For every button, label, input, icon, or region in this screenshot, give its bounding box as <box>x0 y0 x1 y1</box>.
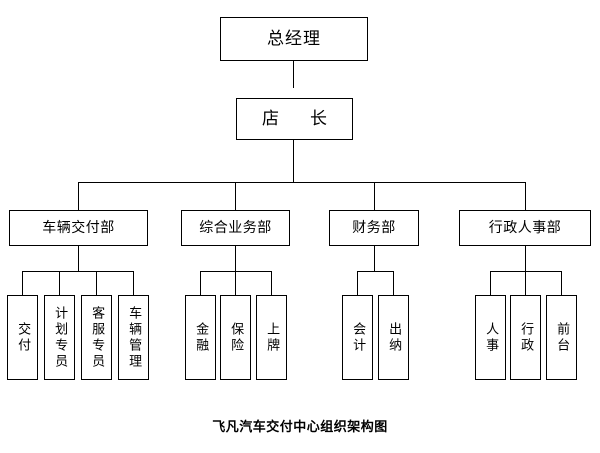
node-label: 出纳 <box>386 321 402 354</box>
node-role-license-plate[interactable]: 上牌 <box>256 295 287 380</box>
node-label: 人事 <box>483 321 499 354</box>
node-label: 总经理 <box>267 28 321 49</box>
connector-subbus-dept4-leaf-2 <box>525 271 526 295</box>
node-label: 财务部 <box>352 219 396 236</box>
connector-subbus-dept1-leaf-3 <box>96 271 97 295</box>
connector-root-to-manager <box>293 61 294 88</box>
node-label: 保险 <box>228 321 244 354</box>
node-label: 金融 <box>193 321 209 354</box>
node-store-manager[interactable]: 店 长 <box>236 98 353 140</box>
node-role-delivery[interactable]: 交付 <box>7 295 38 380</box>
node-general-manager[interactable]: 总经理 <box>220 17 368 61</box>
node-role-front-desk[interactable]: 前台 <box>546 295 577 380</box>
connector-bus-to-dept-2 <box>235 182 236 210</box>
connector-subbus-dept2-leaf-3 <box>271 271 272 295</box>
node-label: 车辆交付部 <box>42 219 115 236</box>
node-label: 计划专员 <box>52 305 68 370</box>
node-role-human-resources[interactable]: 人事 <box>475 295 506 380</box>
connector-subbus-dept3-leaf-1 <box>357 271 358 295</box>
node-label: 综合业务部 <box>199 219 272 236</box>
node-role-insurance[interactable]: 保险 <box>220 295 251 380</box>
connector-bus-to-dept-4 <box>525 182 526 210</box>
node-department-vehicle-delivery[interactable]: 车辆交付部 <box>9 210 148 246</box>
node-department-finance[interactable]: 财务部 <box>329 210 419 246</box>
node-role-vehicle-management[interactable]: 车辆管理 <box>118 295 149 380</box>
connector-manager-to-bus <box>293 140 294 182</box>
connector-subbus-dept1-leaf-1 <box>22 271 23 295</box>
node-label: 前台 <box>554 321 570 354</box>
node-role-accounting[interactable]: 会计 <box>342 295 373 380</box>
connector-department-bus <box>78 182 526 183</box>
node-label: 交付 <box>15 321 31 354</box>
connector-bus-to-dept-3 <box>374 182 375 210</box>
node-label: 店 长 <box>262 108 334 129</box>
chart-caption: 飞凡汽车交付中心组织架构图 <box>212 420 388 435</box>
connector-dept3-to-subbus <box>374 246 375 271</box>
node-label: 客服专员 <box>89 305 105 370</box>
node-label: 车辆管理 <box>126 305 142 370</box>
connector-dept4-to-subbus <box>525 246 526 271</box>
node-role-financing[interactable]: 金融 <box>185 295 216 380</box>
connector-subbus-dept2-leaf-1 <box>200 271 201 295</box>
connector-dept1-to-subbus <box>78 246 79 271</box>
connector-subbus-dept3 <box>357 271 393 272</box>
connector-subbus-dept3-leaf-2 <box>393 271 394 295</box>
connector-subbus-dept4-leaf-1 <box>490 271 491 295</box>
node-role-customer-service-specialist[interactable]: 客服专员 <box>81 295 112 380</box>
connector-subbus-dept1-leaf-2 <box>59 271 60 295</box>
node-department-admin-hr[interactable]: 行政人事部 <box>459 210 591 246</box>
connector-subbus-dept2-leaf-2 <box>235 271 236 295</box>
connector-bus-to-dept-1 <box>78 182 79 210</box>
connector-subbus-dept1-leaf-4 <box>133 271 134 295</box>
connector-subbus-dept1 <box>22 271 134 272</box>
node-label: 行政 <box>518 321 534 354</box>
node-role-administration[interactable]: 行政 <box>510 295 541 380</box>
node-label: 会计 <box>350 321 366 354</box>
node-department-comprehensive-business[interactable]: 综合业务部 <box>181 210 290 246</box>
node-label: 上牌 <box>264 321 280 354</box>
connector-subbus-dept4-leaf-3 <box>561 271 562 295</box>
node-label: 行政人事部 <box>488 219 562 236</box>
node-role-cashier[interactable]: 出纳 <box>378 295 409 380</box>
connector-dept2-to-subbus <box>235 246 236 271</box>
node-role-planning-specialist[interactable]: 计划专员 <box>44 295 75 380</box>
